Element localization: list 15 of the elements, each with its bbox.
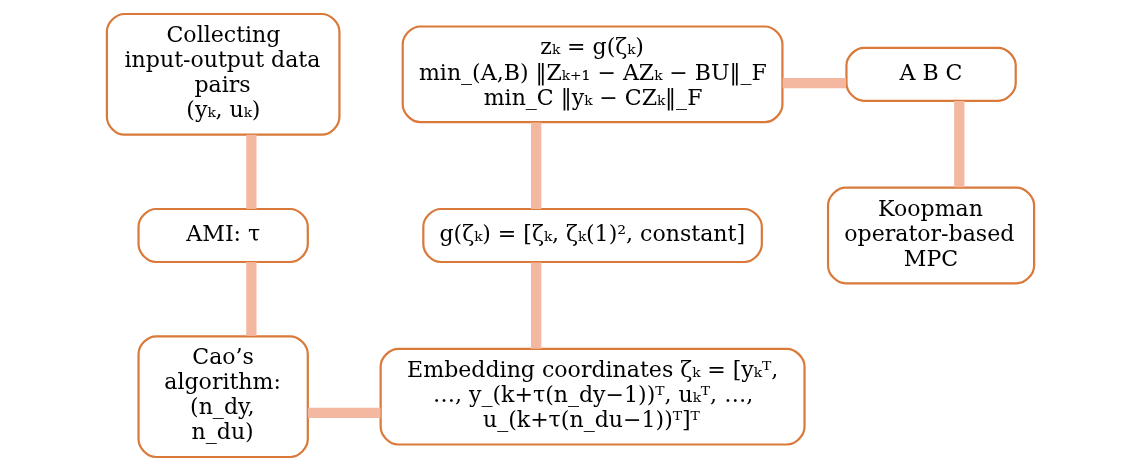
connector [953,100,964,188]
connector [530,262,541,349]
node-box: A B C [844,46,1017,102]
connector [782,78,846,89]
node-box: Koopman operator-based MPC [826,186,1035,285]
connector [530,122,541,209]
node-box: Embedding coordinates ζₖ = [yₖᵀ, …, y_(k+τ(n_dy−1))ᵀ, uₖᵀ, …, u_(k+τ(n_du−1))ᵀ]ᵀ [379,347,806,446]
node-box: zₖ = g(ζₖ) min_(A,B) ‖Zₖ₊₁ − AZₖ − BU‖_F min_C ‖yₖ − CZₖ‖_F [401,25,784,124]
node-box: g(ζₖ) = [ζₖ, ζₖ(1)², constant] [421,207,763,264]
node-box: AMI: τ [136,207,309,264]
connector [245,134,256,209]
connector [245,262,256,336]
node-box: Cao’s algorithm: (n_dy, n_du) [136,335,309,459]
connector [307,407,381,418]
node-box: Collecting input-output data pairs (yₖ, uₖ) [105,12,341,136]
